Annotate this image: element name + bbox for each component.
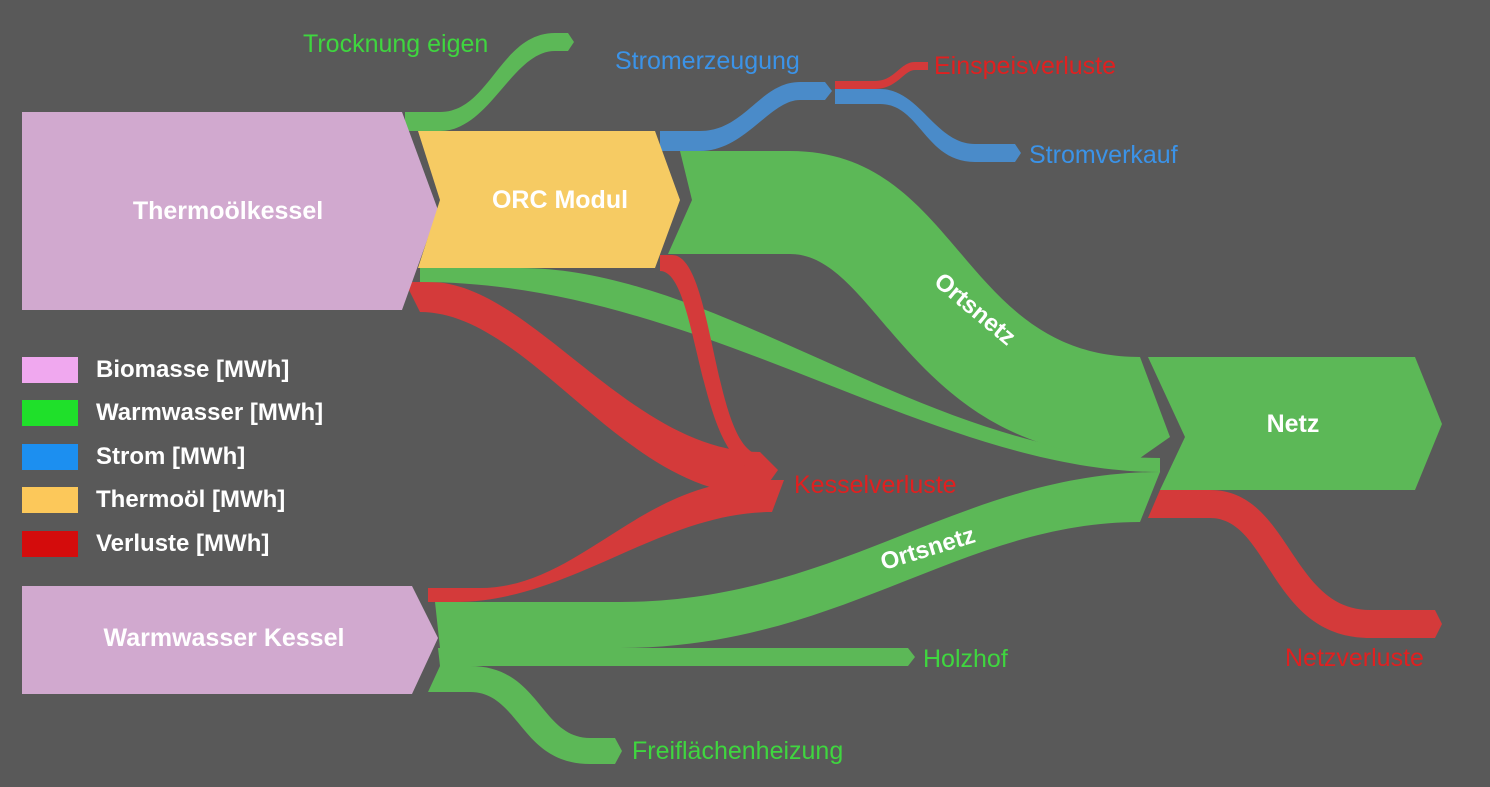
legend: Biomasse [MWh] Warmwasser [MWh] Strom [M… [22, 348, 323, 566]
node-label-thermoelkessel: Thermoölkessel [133, 197, 323, 225]
legend-item-warmwasser: Warmwasser [MWh] [22, 392, 323, 436]
legend-swatch [22, 530, 78, 557]
flow-stromerzeugung [660, 82, 832, 151]
node-netz[interactable] [1148, 357, 1442, 490]
flow-orc-kesselverluste [660, 255, 762, 471]
target-label-stromverkauf: Stromverkauf [1029, 141, 1178, 169]
flow-holzhof [438, 648, 915, 666]
target-label-netzverluste: Netzverluste [1285, 644, 1424, 672]
node-warmwasser-kessel[interactable] [22, 586, 438, 694]
legend-swatch [22, 400, 78, 427]
legend-label: Thermoöl [MWh] [96, 486, 286, 514]
legend-label: Verluste [MWh] [96, 529, 270, 557]
target-label-freiflaechenheizung: Freiflächenheizung [632, 737, 843, 765]
flow-ortsnetz-lower [435, 472, 1160, 648]
flow-netzverluste [1148, 490, 1442, 638]
legend-swatch [22, 356, 78, 383]
flow-ortsnetz-upper [668, 151, 1170, 458]
flow-freiflaechenheizung [428, 666, 622, 764]
target-label-einspeisverluste: Einspeisverluste [934, 52, 1116, 80]
target-label-kesselverluste: Kesselverluste [794, 471, 957, 499]
legend-item-strom: Strom [MWh] [22, 435, 323, 479]
node-thermoelkessel[interactable] [22, 112, 438, 310]
legend-item-biomasse: Biomasse [MWh] [22, 348, 323, 392]
flow-einspeisverluste [835, 62, 928, 89]
legend-label: Biomasse [MWh] [96, 355, 290, 383]
legend-item-thermooel: Thermoöl [MWh] [22, 479, 323, 523]
node-label-warmwasser-kessel: Warmwasser Kessel [104, 624, 345, 652]
flow-warmwasser-kesselverluste [428, 480, 784, 602]
flow-thermoelkessel-kesselverluste [405, 282, 778, 495]
legend-item-verluste: Verluste [MWh] [22, 522, 323, 566]
legend-label: Strom [MWh] [96, 442, 246, 470]
legend-swatch [22, 443, 78, 470]
node-label-netz: Netz [1267, 410, 1320, 438]
target-label-trocknung-eigen: Trocknung eigen [303, 30, 488, 58]
node-label-orc-modul: ORC Modul [492, 186, 628, 214]
legend-swatch [22, 487, 78, 514]
target-label-holzhof: Holzhof [923, 645, 1008, 673]
legend-label: Warmwasser [MWh] [96, 399, 324, 427]
target-label-stromerzeugung: Stromerzeugung [615, 47, 800, 75]
node-orc-modul[interactable] [418, 131, 680, 268]
flow-trocknung-eigen [405, 33, 574, 131]
flow-stromverkauf [835, 89, 1021, 162]
